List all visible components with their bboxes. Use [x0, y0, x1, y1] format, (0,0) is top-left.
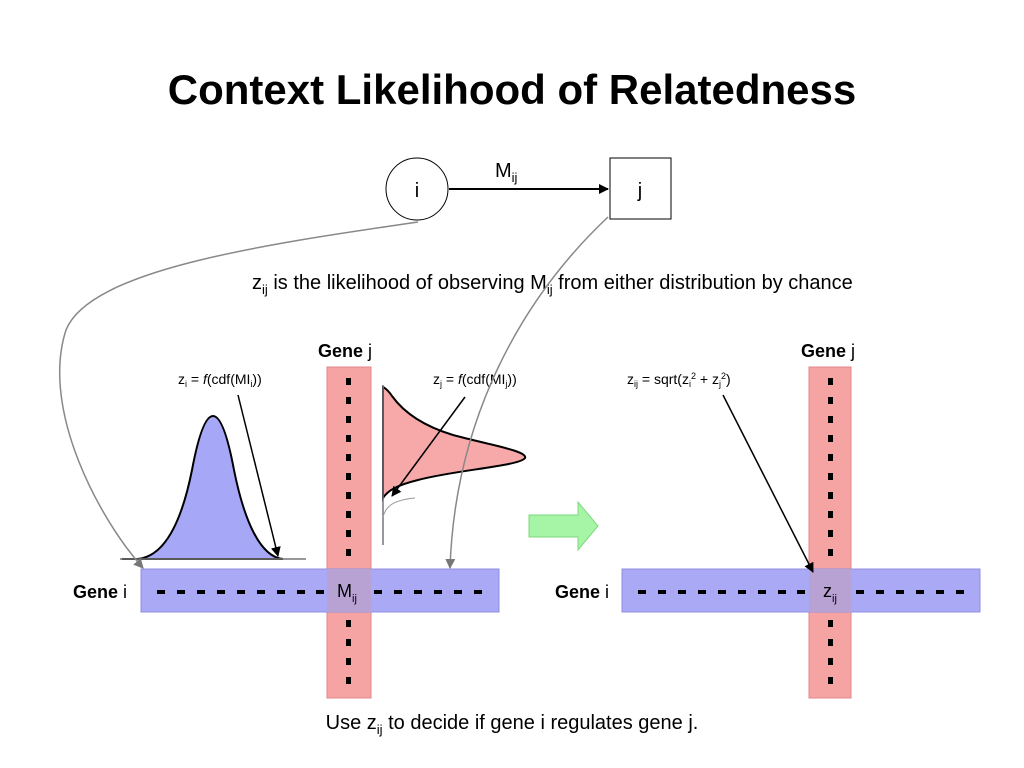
- pointer-zij: [722, 394, 814, 573]
- slide-title: Context Likelihood of Relatedness: [167, 66, 857, 113]
- distribution-tail-j: [382, 497, 416, 518]
- node-i-label: i: [415, 180, 419, 202]
- cell-label-zij: zij: [823, 581, 837, 605]
- pointer-zj: [391, 396, 466, 497]
- formula-zij: zij = sqrt(zi2 + zj2): [627, 371, 731, 389]
- conclusion-text: Use zij to decide if gene i regulates ge…: [325, 712, 699, 737]
- left-panel: Mij Gene j Gene i zi = f(cdf(MIi)) zj = …: [73, 341, 526, 699]
- gene-i-dashes: [157, 590, 482, 594]
- explanation-text: zij is the likelihood of observing Mij f…: [252, 272, 853, 297]
- connector-j-to-gene-j: [445, 216, 609, 569]
- right-panel: zij Gene j Gene i zij = sqrt(zi2 + zj2): [555, 341, 981, 699]
- formula-zj: zj = f(cdf(MIj)): [433, 371, 517, 389]
- network-graph: i j Mij: [385, 157, 672, 221]
- band-overlap-right: [809, 569, 851, 612]
- node-i: [385, 157, 449, 221]
- transition-arrow: [528, 500, 599, 552]
- formula-zi: zi = f(cdf(MIi)): [178, 371, 262, 389]
- connector-i-to-gene-i: [58, 221, 419, 569]
- node-j-label: j: [637, 180, 642, 202]
- cell-label-mij: Mij: [337, 581, 357, 605]
- gene-j-label: Gene j: [318, 341, 372, 361]
- distribution-curve-i: [122, 414, 284, 560]
- gene-i-label: Gene i: [73, 582, 127, 602]
- edge-label: Mij: [495, 160, 518, 185]
- pointer-zi: [237, 394, 281, 557]
- node-j: [609, 157, 672, 220]
- band-overlap: [327, 569, 371, 612]
- gene-i-dashes-right: [638, 590, 964, 594]
- gene-i-label-right: Gene i: [555, 582, 609, 602]
- gene-j-label-right: Gene j: [801, 341, 855, 361]
- distribution-curve-j: [382, 385, 526, 502]
- gene-j-dashes: [346, 378, 351, 684]
- gene-j-dashes-right: [828, 378, 833, 684]
